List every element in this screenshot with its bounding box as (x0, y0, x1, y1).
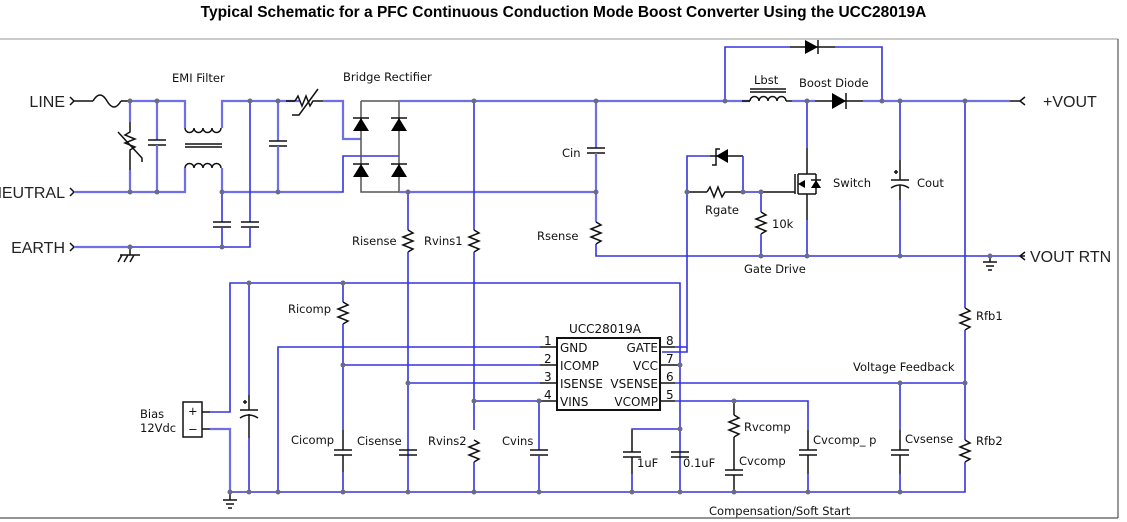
rfb1-label: Rfb1 (976, 309, 1003, 323)
schottky-diode-icon (716, 149, 728, 163)
c01uf-label: 0.1uF (683, 456, 715, 470)
rsense-label: Rsense (537, 229, 578, 243)
gate-drive (662, 148, 769, 353)
rvcomp-label: Rvcomp (744, 420, 791, 434)
ic-pin-name: VSENSE (610, 377, 658, 391)
ic-left-pins: 1 GND 2 ICOMP 3 ISENSE 4 VINS (544, 334, 603, 409)
lbst-label: Lbst (754, 73, 779, 87)
ic-name-label: UCC28019A (569, 322, 642, 336)
cin-label: Cin (562, 146, 581, 160)
bridge-rectifier (353, 100, 407, 193)
ic-pin-number: 5 (666, 388, 674, 402)
cicomp-label: Cicomp (291, 433, 334, 447)
ntc-thermistor-icon (294, 93, 323, 109)
ic-pin-number: 4 (544, 388, 552, 402)
rfb2-label: Rfb2 (976, 434, 1003, 448)
fuse-icon (92, 94, 122, 108)
input-terminals (69, 94, 130, 252)
bias-voltage-label: 12Vdc (140, 421, 176, 435)
ic-pin-name: GND (560, 341, 588, 355)
compensation-label: Compensation/Soft Start (709, 504, 851, 518)
bias-label: Bias (140, 407, 164, 421)
ricomp-label: Ricomp (288, 302, 331, 316)
cvsense-label: Cvsense (905, 432, 953, 446)
ic-pin-name: ISENSE (560, 377, 603, 391)
bias-plus-label: + (188, 404, 198, 418)
junction-dots (127, 98, 993, 495)
boost-inductor-icon (749, 95, 787, 102)
bypass-diode-icon (805, 40, 818, 54)
bias-source-icon (182, 401, 203, 438)
ucc28019a-ic (556, 337, 661, 411)
ic-pin-name: VINS (560, 395, 588, 409)
boost-diode-icon (832, 93, 846, 109)
rectifier-diode-icon (353, 118, 369, 131)
gate-drive-label: Gate Drive (744, 262, 806, 276)
dc-bus (399, 99, 1020, 492)
vout-positive-label: +VOUT (1043, 94, 1097, 111)
neutral-terminal-label: NEUTRAL (0, 185, 65, 202)
boost-stage (230, 40, 1026, 493)
ic-pin-number: 3 (544, 370, 552, 384)
bias-minus-label: − (188, 422, 198, 436)
risense-label: Risense (352, 234, 397, 248)
ic-pin-name: VCC (633, 359, 658, 373)
control-section (182, 282, 965, 509)
common-mode-choke-icon (184, 127, 222, 134)
cvins-label: Cvins (502, 434, 533, 448)
rgate-label: Rgate (705, 203, 739, 217)
r10k-label: 10k (772, 217, 794, 231)
varistor-icon (122, 122, 138, 170)
ic-pin-name: GATE (627, 341, 659, 355)
bridge-rectifier-label: Bridge Rectifier (343, 70, 432, 84)
rvins1-label: Rvins1 (424, 234, 463, 248)
cout-label: Cout (917, 176, 944, 190)
schematic-title: Typical Schematic for a PFC Continuous C… (200, 4, 927, 21)
cvcomp-label: Cvcomp (739, 454, 786, 468)
ic-pin-number: 1 (544, 334, 552, 348)
line-terminal-label: LINE (29, 94, 65, 111)
gate-resistor-icon (706, 184, 743, 200)
cisense-label: Cisense (357, 434, 402, 448)
ic-pin-name: VCOMP (614, 395, 658, 409)
voltage-feedback-label: Voltage Feedback (853, 360, 955, 374)
boost-diode-label: Boost Diode (799, 76, 869, 90)
ic-pin-number: 2 (544, 352, 552, 366)
ic-pin-number: 6 (666, 370, 674, 384)
resistor-icon (588, 221, 604, 245)
ic-pin-name: ICOMP (560, 359, 599, 373)
c1uf-label: 1uF (637, 456, 658, 470)
rvins2-label: Rvins2 (428, 434, 467, 448)
ic-pin-number: 7 (666, 352, 674, 366)
earth-terminal-label: EARTH (11, 240, 65, 257)
switch-label: Switch (833, 176, 871, 190)
cvcomp-p-label: Cvcomp_ p (813, 433, 876, 447)
ic-pin-number: 8 (666, 334, 674, 348)
emi-filter-label: EMI Filter (172, 71, 225, 85)
ic-right-pins: 8 GATE 7 VCC 6 VSENSE 5 VCOMP (610, 334, 673, 409)
vout-rtn-label: VOUT RTN (1030, 249, 1111, 266)
emi-filter (117, 88, 399, 263)
